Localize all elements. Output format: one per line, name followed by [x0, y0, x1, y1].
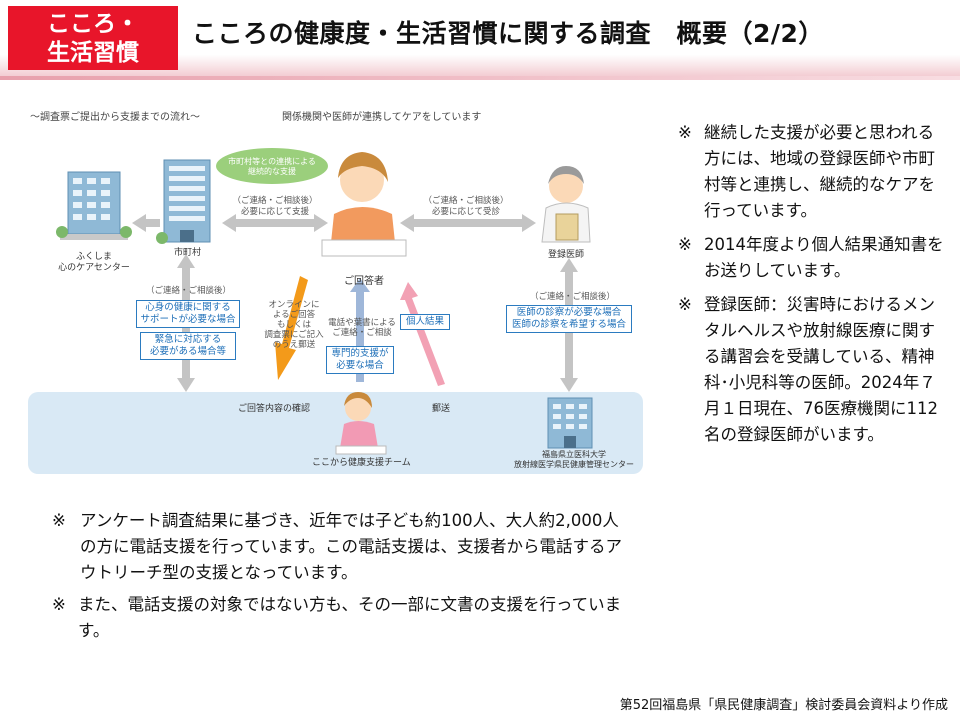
right-consult-box: 医師の診察が必要な場合 医師の診察を希望する場合	[506, 305, 632, 333]
arrow-left-label: （ご連絡・ご相談後） 必要に応じて支援	[232, 196, 318, 217]
bottom-note-1: ※ アンケート調査結果に基づき、近年では子ども約100人、大人約2,000人の方…	[52, 508, 632, 586]
support-team-label: ここから健康支援チーム	[312, 458, 411, 468]
note-mark: ※	[678, 123, 692, 142]
doctor-label: 登録医師	[548, 250, 585, 260]
bottom-notes: ※ アンケート調査結果に基づき、近年では子ども約100人、大人約2,000人の方…	[52, 508, 632, 650]
phone-note: 電話や葉書による ご連絡・ご相談	[328, 318, 396, 338]
right-note-2: ※ 2014年度より個人結果通知書をお送りしています。	[678, 232, 948, 284]
note-text: 2014年度より個人結果通知書をお送りしています。	[704, 235, 944, 280]
respondent-person-icon	[321, 152, 407, 257]
online-note: オンラインに よるご回答 もしくは 調査票にご記入 のうえ郵送	[264, 300, 324, 350]
note-text: 継続した支援が必要と思われる方には、地域の登録医師や市町村等と連携し、継続的なケ…	[704, 123, 935, 220]
note-text: また、電話支援の対象ではない方も、その一部に文書の支援を行っています。	[78, 595, 622, 640]
right-vertical-label: （ご連絡・ご相談後）	[530, 292, 616, 302]
header-divider	[0, 76, 960, 80]
arrow-pink	[400, 282, 445, 386]
right-note-3: ※ 登録医師：災害時におけるメンタルヘルスや放射線医療に関する講習会を受講してい…	[678, 292, 948, 448]
special-support-box: 専門的支援が 必要な場合	[326, 346, 394, 374]
right-notes: ※ 継続した支援が必要と思われる方には、地域の登録医師や市町村等と連携し、継続的…	[678, 120, 948, 456]
category-tag-line1: こころ・	[47, 11, 139, 37]
fukushima-center-building-icon	[56, 171, 132, 240]
note-mark: ※	[678, 295, 692, 314]
category-tag: こころ・ 生活習慣	[8, 6, 178, 70]
left-vertical-label: （ご連絡・ご相談後）	[146, 286, 232, 296]
note-mark: ※	[52, 511, 66, 530]
respondent-label: ご回答者	[344, 276, 384, 287]
left-emergency-box: 緊急に対応する 必要がある場合等	[140, 332, 236, 360]
arrow-both-gray-right	[400, 214, 536, 232]
bubble-label: 市町村等との連携による 継続的な支援	[228, 157, 316, 176]
arrow-left-gray	[132, 214, 160, 232]
bottom-note-2: ※ また、電話支援の対象ではない方も、その一部に文書の支援を行っています。	[52, 592, 632, 644]
bubble-shape	[216, 148, 328, 184]
personal-result-box: 個人結果	[400, 314, 450, 330]
arrow-orange	[275, 276, 308, 380]
note-text: アンケート調査結果に基づき、近年では子ども約100人、大人約2,000人の方に電…	[80, 511, 623, 582]
source-credit: 第52回福島県「県民健康調査」検討委員会資料より作成	[619, 698, 948, 713]
arrow-right-label: （ご連絡・ご相談後） 必要に応じて受診	[423, 196, 509, 217]
category-tag-line2: 生活習慣	[47, 40, 139, 66]
page-title: こころの健康度・生活習慣に関する調査 概要（2/2）	[192, 19, 824, 48]
university-label: 福島県立医科大学 放射線医学県民健康管理センター	[514, 450, 634, 469]
university-building-icon	[547, 397, 593, 449]
diagram-caption-sub: 関係機関や医師が連携してケアをしています	[282, 112, 482, 123]
right-note-1: ※ 継続した支援が必要と思われる方には、地域の登録医師や市町村等と連携し、継続的…	[678, 120, 948, 224]
mail-label: 郵送	[432, 404, 451, 414]
diagram-caption: ～調査票ご提出から支援までの流れ～	[30, 112, 200, 123]
municipality-building-icon	[156, 159, 211, 244]
operator-person-icon	[335, 392, 387, 455]
note-text: 登録医師：災害時におけるメンタルヘルスや放射線医療に関する講習会を受講している、…	[704, 295, 938, 444]
arrow-up-blue	[350, 278, 370, 382]
left-support-box: 心身の健康に関する サポートが必要な場合	[136, 300, 240, 328]
arrow-both-gray-left	[222, 214, 328, 232]
confirm-label: ご回答内容の確認	[238, 404, 311, 414]
support-team-band	[28, 392, 643, 474]
note-mark: ※	[52, 595, 66, 614]
note-mark: ※	[678, 235, 692, 254]
municipality-label: 市町村	[174, 248, 202, 258]
fukushima-center-label: ふくしま 心のケアセンター	[58, 252, 130, 273]
doctor-person-icon	[541, 166, 591, 243]
